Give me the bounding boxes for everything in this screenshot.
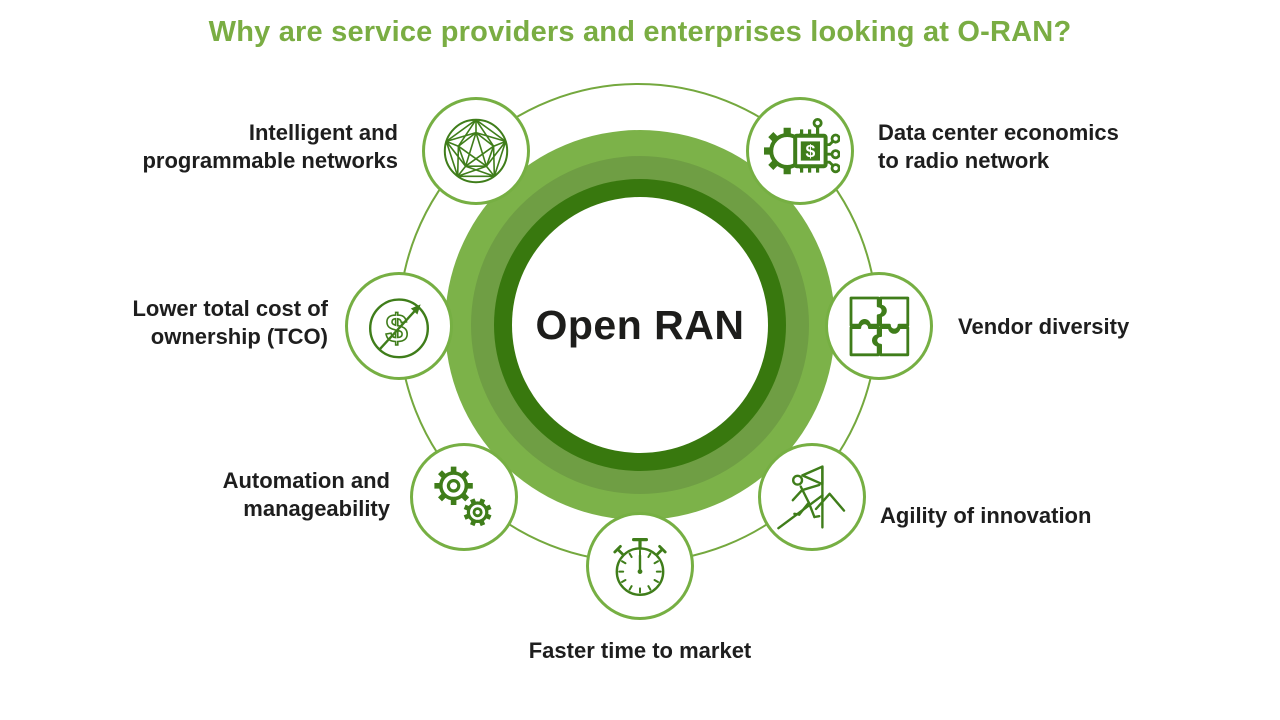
tco-dollar-glyph: $ xyxy=(385,307,407,351)
label-agility-of-innovation: Agility of innovation xyxy=(880,503,1092,528)
label-lower-tco: Lower total cost of ownership (TCO) xyxy=(132,296,328,349)
mesh-network-icon xyxy=(443,118,509,184)
node-automation-manageability xyxy=(410,443,518,551)
center-label: Open RAN xyxy=(535,301,745,348)
label-automation-manageability: Automation and manageability xyxy=(222,468,390,521)
node-agility-of-innovation xyxy=(758,443,866,551)
stopwatch-icon xyxy=(613,538,667,596)
node-vendor-diversity xyxy=(825,272,933,380)
dollar-growth-icon: $ xyxy=(369,298,429,359)
page-title: Why are service providers and enterprise… xyxy=(208,16,1072,48)
puzzle-icon xyxy=(849,296,910,357)
label-faster-time-to-market: Faster time to market xyxy=(528,638,752,663)
chip-dollar-gear-icon: $ xyxy=(764,118,840,175)
node-lower-tco: $ xyxy=(345,272,453,380)
label-data-center-economics: Data center economics to radio network xyxy=(878,120,1119,173)
climber-flag-icon xyxy=(777,465,846,530)
label-intelligent-networks: Intelligent and programmable networks xyxy=(142,120,398,173)
chip-dollar-glyph: $ xyxy=(806,141,816,161)
node-data-center-economics: $ xyxy=(746,97,854,205)
label-vendor-diversity: Vendor diversity xyxy=(958,314,1130,339)
center-circle: Open RAN xyxy=(512,197,768,453)
node-intelligent-networks xyxy=(422,97,530,205)
node-faster-time-to-market xyxy=(586,512,694,620)
gears-icon xyxy=(434,466,492,527)
